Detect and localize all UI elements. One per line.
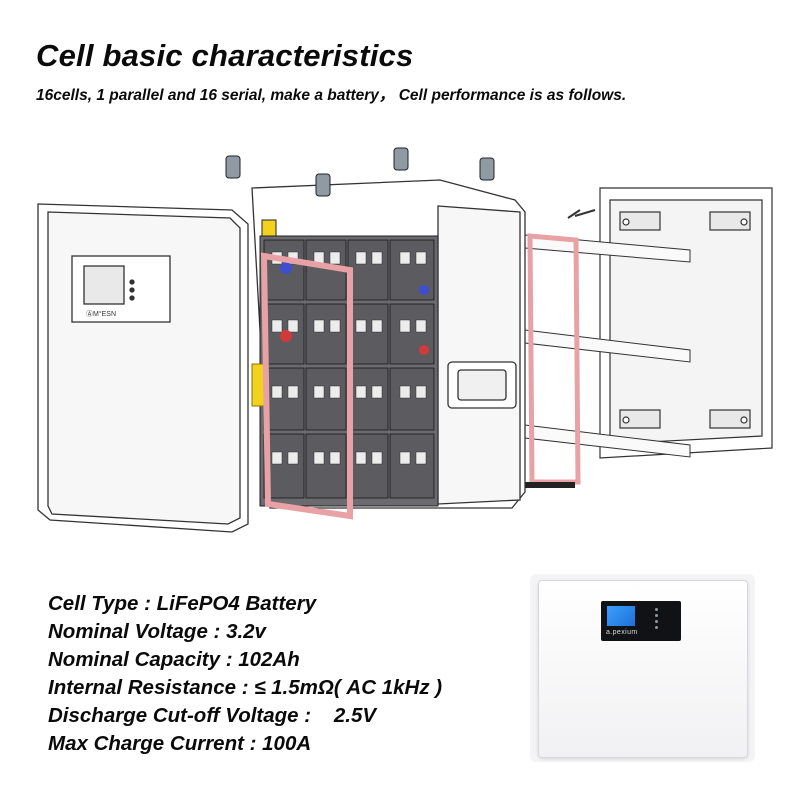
status-led [655,626,658,629]
front-gasket [260,252,353,520]
cell-spec-list: Cell Type : LiFePO4 Battery Nominal Volt… [48,590,442,758]
positive-terminal [280,330,292,342]
gasket-base-bar [525,482,575,488]
negative-terminal [280,262,292,274]
product-brand-label: a.pexium [606,629,638,636]
page-subtitle: 16cells, 1 parallel and 16 serial, make … [36,87,627,104]
busbar [251,363,265,407]
page-title: Cell basic characteristics [36,38,414,73]
spec-discharge-cutoff-voltage: Discharge Cut-off Voltage : 2.5V [48,704,377,727]
front-panel-brand: ⒶM°ESN [86,310,116,318]
battery-front-panel: a.pexium [538,580,748,758]
lcd-screen [607,606,635,626]
back-mounting-frame [599,187,773,459]
status-led [655,614,658,617]
status-led [655,608,658,611]
breather-valves [225,147,495,237]
right-gasket [527,233,581,485]
spec-max-charge-current: Max Charge Current : 100A [48,732,312,755]
battery-product-photo: a.pexium [530,574,755,762]
bms-display: a.pexium [601,601,681,641]
cell-stack [251,235,439,507]
front-cover [37,203,249,533]
spec-internal-resistance: Internal Resistance : ≤ 1.5mΩ( AC 1kHz ) [48,676,443,699]
spec-cell-type: Cell Type : LiFePO4 Battery [48,592,317,615]
spec-nominal-voltage: Nominal Voltage : 3.2v [48,620,266,643]
spec-nominal-capacity: Nominal Capacity : 102Ah [48,648,300,671]
exploded-battery-diagram: ⒶM°ESN [37,147,773,533]
status-led [655,620,658,623]
